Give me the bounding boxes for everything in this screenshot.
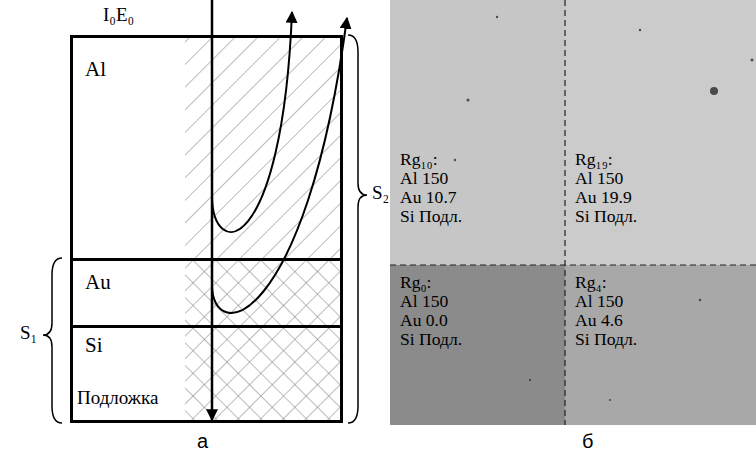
sample-quadrant: Rg₀:Al 150Au 0.0Si Подл.: [390, 265, 565, 425]
image-region: [390, 265, 565, 425]
layer-band: Al: [70, 35, 343, 261]
sample-quadrant: Rg₁₉:Al 150Au 19.9Si Подл.: [565, 0, 756, 265]
layer-label: Al: [85, 58, 106, 81]
sample-parameter: Si Подл.: [575, 330, 756, 349]
sample-parameter: Au 4.6: [575, 311, 756, 330]
sample-parameter: Au 19.9: [575, 188, 756, 207]
beam-label: I₀E₀: [103, 4, 134, 26]
sample-parameter: Rg₄:: [575, 273, 756, 292]
dashed-divider: [390, 264, 756, 265]
hatching: [185, 258, 342, 422]
sample-parameter: Rg₁₉:: [575, 150, 756, 169]
sample-parameter: Si Подл.: [400, 207, 565, 226]
dashed-divider: [564, 0, 565, 425]
sample-parameter: Si Подл.: [575, 207, 756, 226]
sample-parameter: Al 150: [575, 169, 756, 188]
sample-parameter: Al 150: [400, 292, 565, 311]
layer-label: Si: [85, 334, 103, 357]
sample-quadrant: Rg₄:Al 150Au 4.6Si Подл.: [565, 265, 756, 425]
image-region: [390, 0, 565, 265]
sample-parameter: Si Подл.: [400, 330, 565, 349]
sample-parameter: Au 10.7: [400, 188, 565, 207]
brace-label: S₂: [372, 182, 389, 204]
trajectory: [212, 18, 347, 313]
image-region: [565, 0, 756, 265]
trajectory: [212, 12, 292, 232]
brace: [348, 35, 367, 423]
layer-band: Au: [70, 258, 343, 328]
hatching: [185, 36, 342, 258]
sample-parameter: Al 150: [400, 169, 565, 188]
panel-letter: а: [197, 430, 208, 453]
brace-label: S₁: [20, 322, 37, 344]
layer-band: SiПодложка: [70, 325, 343, 423]
layer-label: Подложка: [77, 388, 158, 409]
layer-label: Au: [85, 271, 111, 294]
panel-letter: б: [582, 430, 593, 453]
brace: [43, 258, 62, 423]
hatching: [185, 258, 342, 422]
image-region: [565, 265, 756, 425]
sample-quadrant: Rg₁₀:Al 150Au 10.7Si Подл.: [390, 0, 565, 265]
sample-parameter: Rg₀:: [400, 273, 565, 292]
sample-parameter: Au 0.0: [400, 311, 565, 330]
sample-parameter: Rg₁₀:: [400, 150, 565, 169]
sample-parameter: Al 150: [575, 292, 756, 311]
